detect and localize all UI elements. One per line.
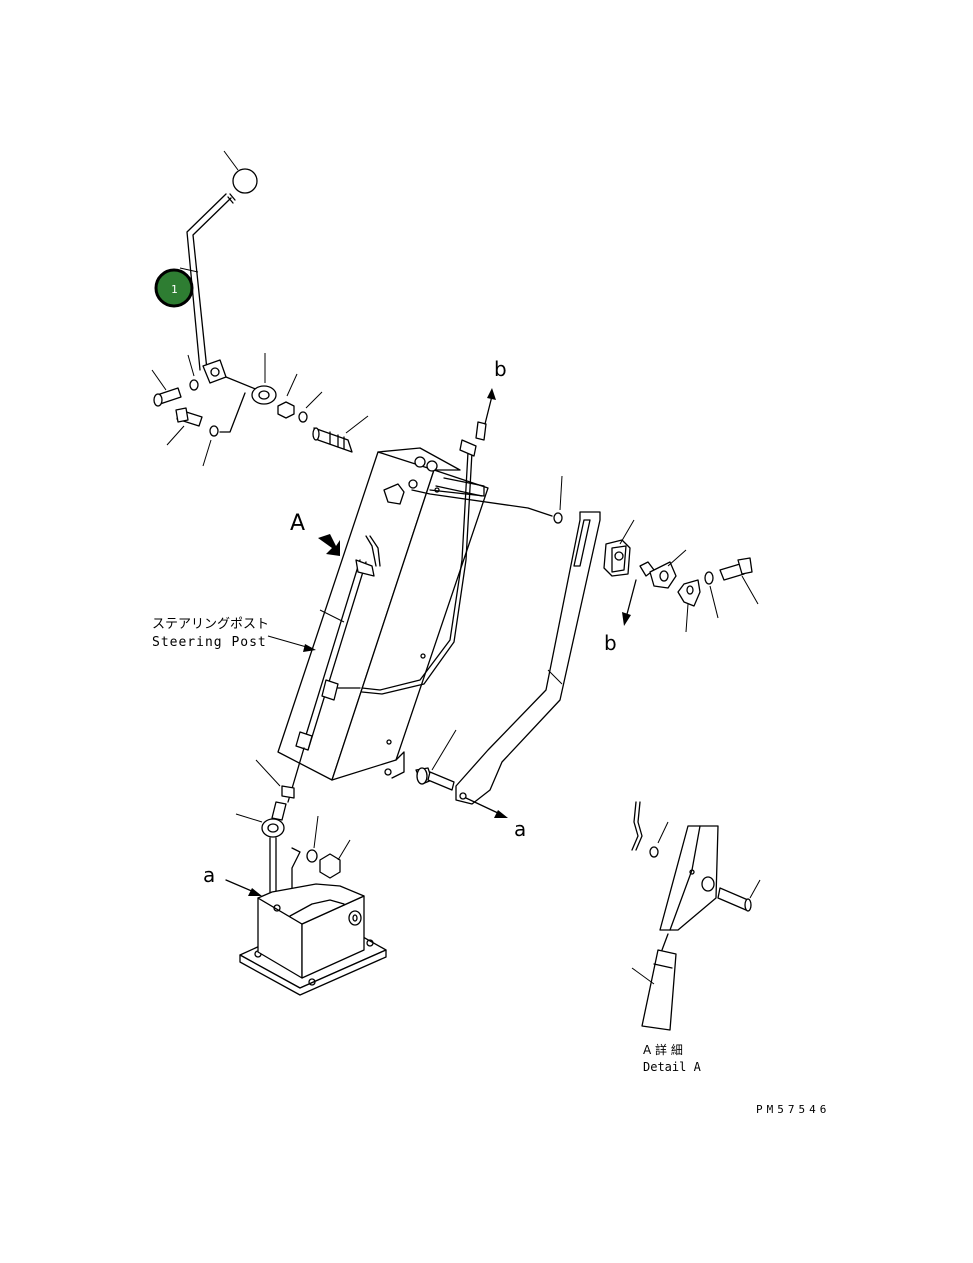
detail-a-label-en: Detail A (643, 1060, 702, 1074)
right-bolt (719, 557, 759, 605)
arrow-b-right-label: b (604, 631, 617, 655)
shift-link-plate (455, 511, 601, 805)
post-top-nuts (383, 456, 440, 505)
callout-1-marker[interactable] (154, 268, 194, 308)
control-cable (361, 388, 496, 695)
base-nut (319, 839, 351, 879)
arrow-a-right-label: a (514, 817, 526, 841)
shift-knob (223, 150, 258, 204)
inner-rod (287, 535, 381, 803)
arrow-a-right-line (465, 797, 508, 818)
spring-washer (677, 579, 701, 633)
lever-washer-small (298, 391, 323, 423)
callout-1[interactable]: 1 (154, 268, 194, 308)
lever-bolt-upper (151, 369, 182, 407)
lever-washer-lower (202, 392, 246, 467)
lever-washer-upper (187, 354, 199, 391)
pivot-shaft (312, 415, 369, 453)
rod-end-eye (235, 801, 287, 907)
right-washer-top (553, 475, 563, 524)
steering-post-leader (267, 635, 316, 652)
detail-a-view (631, 801, 761, 1031)
base-bracket (239, 883, 387, 996)
link-clevis (649, 549, 687, 589)
link-line-to-plate (411, 489, 553, 517)
steering-post-label-jp: ステアリングポスト (152, 617, 269, 632)
slider-block (603, 519, 635, 577)
lever-bolt-lower (166, 407, 203, 446)
view-a-arrow (318, 534, 340, 556)
arrow-b-top-label: b (494, 357, 507, 381)
rod-end-nut (255, 759, 295, 799)
flat-washer-right (704, 571, 719, 619)
lever-nut (277, 373, 298, 419)
arrow-a-left-label: a (203, 863, 215, 887)
steering-post-label-en: Steering Post (152, 635, 267, 650)
callout-1-label: 1 (171, 283, 178, 296)
drawing-number: PM57546 (756, 1103, 830, 1116)
plate-bolt (415, 729, 457, 791)
view-a-label: A (290, 511, 305, 536)
shift-lever (179, 193, 232, 371)
arrow-a-left-line (225, 879, 262, 896)
detail-a-label-jp: A 詳 細 (643, 1042, 683, 1057)
lever-mount-bracket (202, 353, 277, 405)
